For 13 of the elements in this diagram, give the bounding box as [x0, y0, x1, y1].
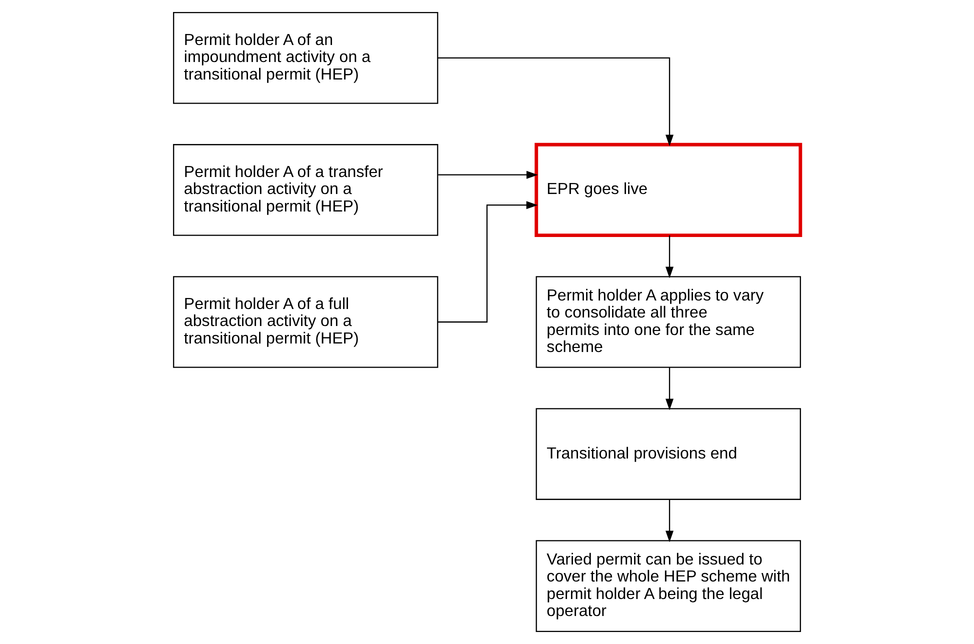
node-box: EPR goes live [534, 142, 802, 238]
node-box: Permit holder A applies to vary to consolidate all three permits into one for the same scheme [536, 276, 801, 368]
arrow [438, 170, 538, 179]
node-box: Permit holder A of an impoundment activity on a transitional permit (HEP) [173, 12, 438, 104]
arrow [666, 367, 674, 410]
arrow [666, 235, 674, 278]
arrow [438, 201, 538, 323]
node-box: Transitional provisions end [536, 408, 801, 500]
node-box: Permit holder A of a transfer abstraction activity on a transitional permit (HEP) [173, 144, 438, 236]
arrow [666, 499, 674, 542]
node-box: Permit holder A of a full abstraction activity on a transitional permit (HEP) [173, 276, 438, 368]
arrow [438, 57, 674, 146]
node-box: Varied permit can be issued to cover the whole HEP scheme with permit holder A being the legal operator [536, 540, 801, 632]
